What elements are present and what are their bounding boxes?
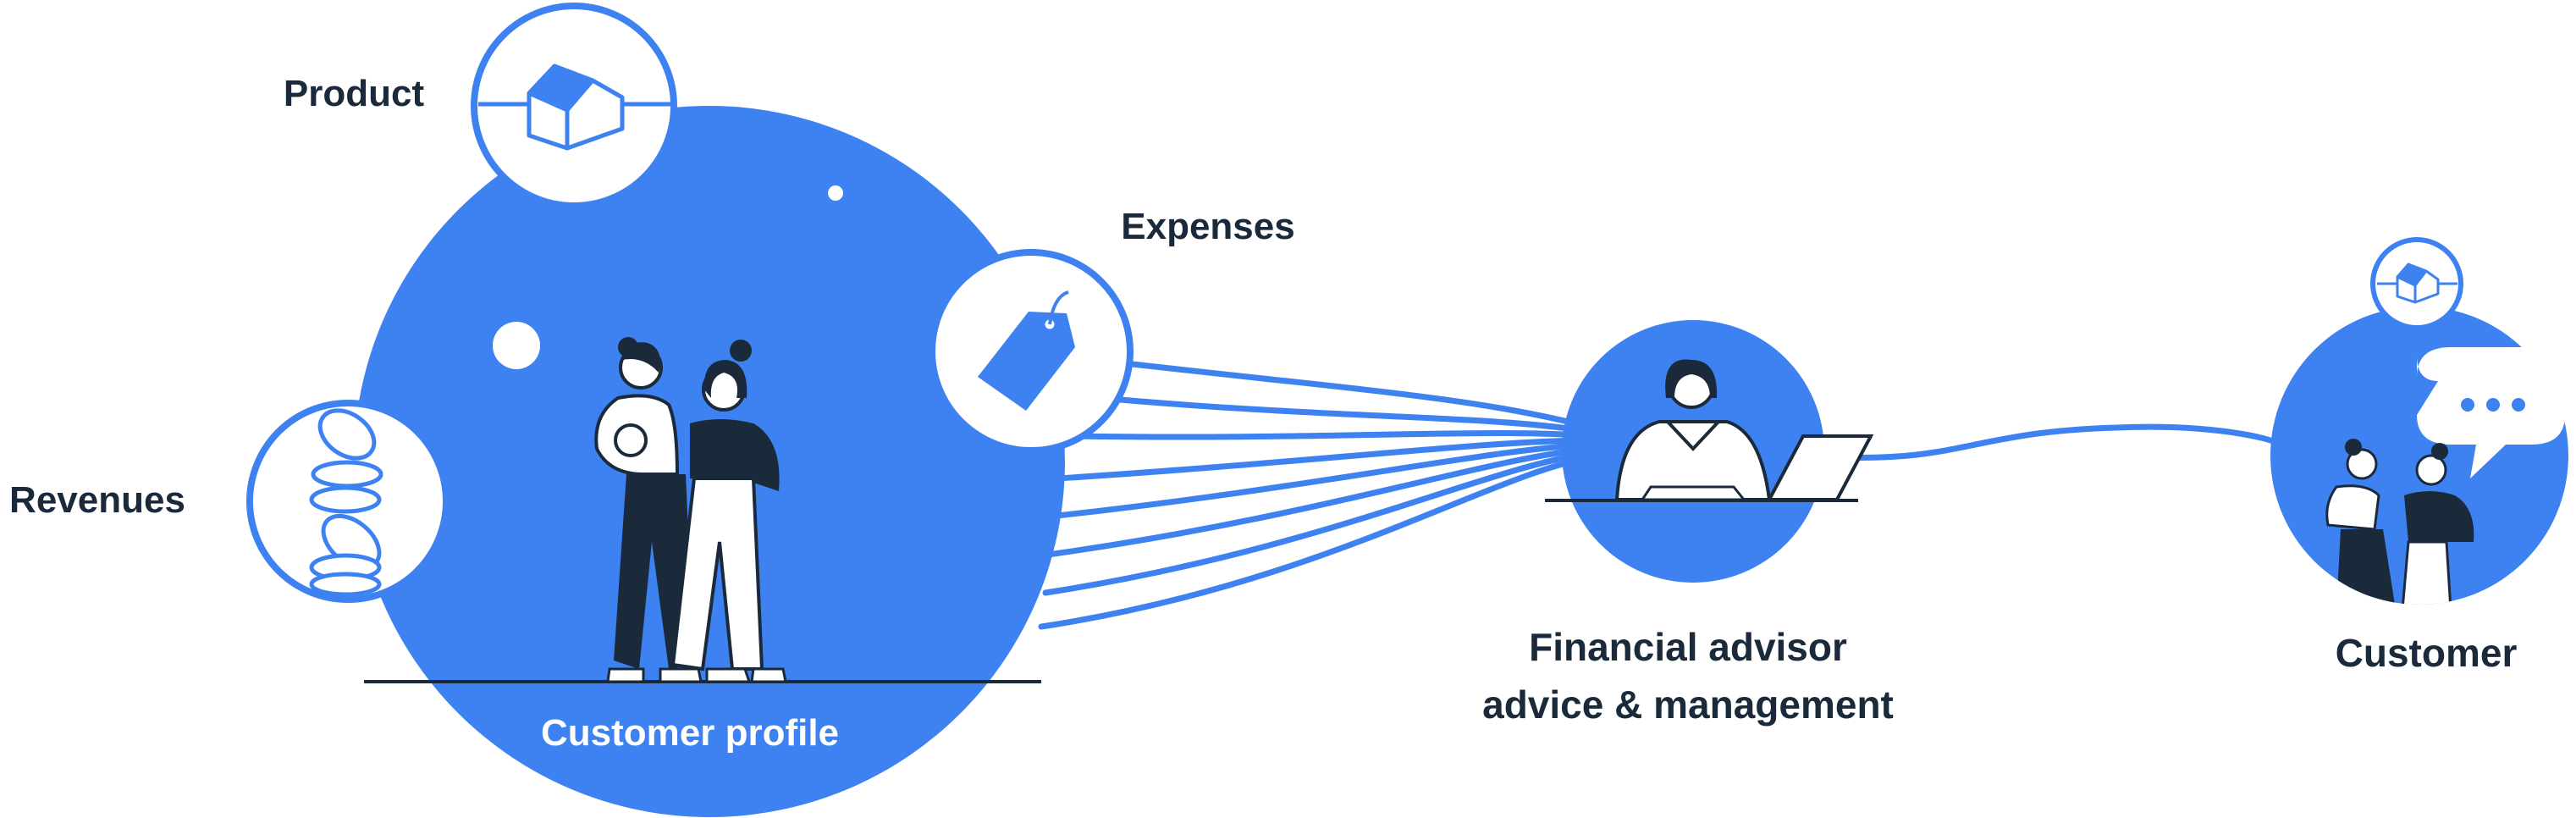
flow-line-5 [1046, 441, 1595, 520]
flow-line-6 [1045, 445, 1595, 558]
decor-dot-small [828, 185, 843, 201]
flow-line-2 [1097, 395, 1595, 435]
flow-line-8 [1038, 454, 1595, 630]
price-tag-icon [978, 290, 1075, 411]
decor-dot-large [493, 322, 540, 369]
product-label: Product [284, 73, 425, 114]
advisor-label-line1: Financial advisor [1529, 625, 1847, 669]
financial-advisor-node [1545, 320, 1874, 583]
revenues-label: Revenues [9, 479, 185, 521]
product-node [471, 3, 677, 209]
customer-profile-label: Customer profile [541, 712, 839, 754]
revenues-node [246, 400, 450, 603]
small-house-icon [2377, 263, 2457, 304]
flow-line-4 [1055, 437, 1595, 482]
expenses-label: Expenses [1121, 206, 1294, 247]
expenses-node [929, 249, 1134, 454]
advisor-label-line2: advice & management [1482, 683, 1894, 727]
house-icon [478, 64, 670, 151]
flow-line-advisor-customer [1834, 423, 2289, 461]
flow-line-3 [1072, 429, 1595, 440]
customer-profile-people-illustration [594, 337, 787, 683]
customer-product-node [2370, 237, 2463, 330]
flow-lines [1038, 359, 2289, 630]
customer-node [2270, 307, 2568, 605]
coins-icon [309, 408, 383, 597]
speech-bubble-icon [2417, 347, 2565, 478]
flow-line-7 [1042, 450, 1595, 596]
customer-label: Customer [2336, 631, 2518, 675]
product-circle [471, 3, 677, 209]
customer-people-illustration [2325, 439, 2474, 605]
flow-line-1 [1114, 359, 1595, 431]
